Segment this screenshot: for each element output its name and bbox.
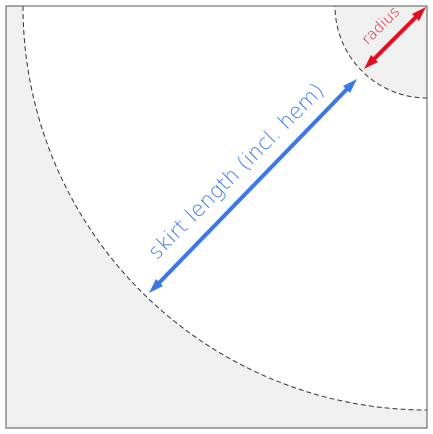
skirt-length-arrow — [149, 79, 357, 293]
skirt-outer-edge-fill — [23, 6, 427, 410]
pattern-frame — [5, 5, 428, 429]
radius-arrow — [364, 7, 426, 69]
